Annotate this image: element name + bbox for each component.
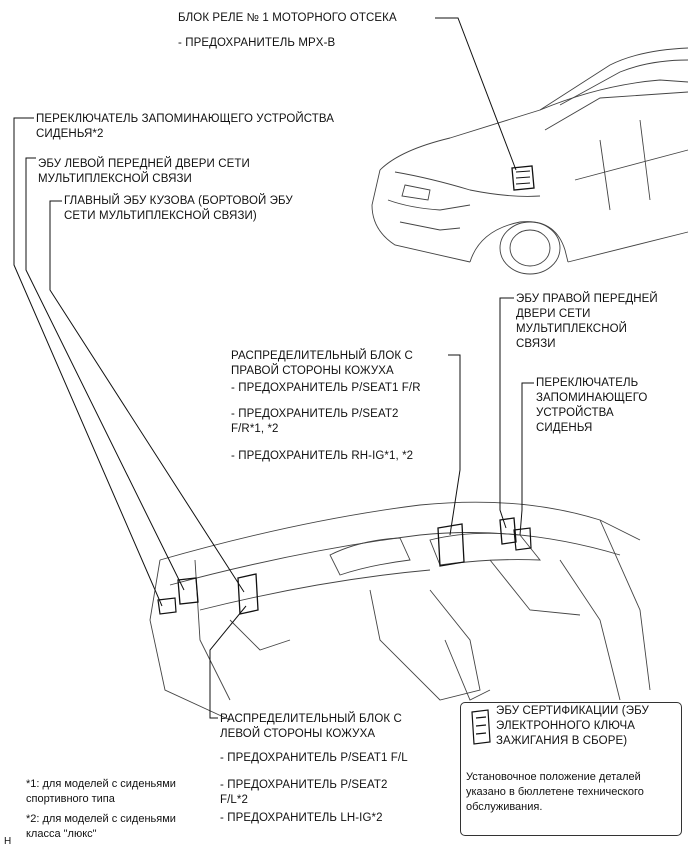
lj-fuse-2-label: - ПРЕДОХРАНИТЕЛЬ P/SEAT2 F/L*2	[220, 779, 388, 806]
engine-relay-block-label: БЛОК РЕЛЕ № 1 МОТОРНОГО ОТСЕКА	[178, 12, 397, 24]
lj-fuse-1-label: - ПРЕДОХРАНИТЕЛЬ P/SEAT1 F/L	[220, 752, 408, 764]
main-body-ecu-label: ГЛАВНЫЙ ЭБУ КУЗОВА (БОРТОВОЙ ЭБУ СЕТИ МУ…	[64, 195, 293, 222]
footnote-1: *1: для моделей с сиденьями спортивного …	[26, 778, 176, 805]
seat-memory-switch-left-label: ПЕРЕКЛЮЧАТЕЛЬ ЗАПОМИНАЮЩЕГО УСТРОЙСТВА С…	[36, 113, 335, 140]
rj-fuse-2-label: - ПРЕДОХРАНИТЕЛЬ P/SEAT2 F/R*1, *2	[231, 408, 399, 435]
certification-ecu-label: ЭБУ СЕРТИФИКАЦИИ (ЭБУ ЭЛЕКТРОННОГО КЛЮЧА…	[496, 705, 649, 747]
footnote-2: *2: для моделей с сиденьями класса "люкс…	[26, 813, 176, 840]
lj-fuse-3-label: - ПРЕДОХРАНИТЕЛЬ LH-IG*2	[220, 812, 383, 824]
seat-memory-switch-right-label: ПЕРЕКЛЮЧАТЕЛЬ ЗАПОМИНАЮЩЕГО УСТРОЙСТВА С…	[536, 377, 648, 434]
certification-ecu-icon	[471, 709, 491, 745]
rj-fuse-3-label: - ПРЕДОХРАНИТЕЛЬ RH-IG*1, *2	[231, 450, 414, 462]
left-junction-block-label: РАСПРЕДЕЛИТЕЛЬНЫЙ БЛОК С ЛЕВОЙ СТОРОНЫ К…	[220, 713, 402, 740]
mpx-b-fuse-label: - ПРЕДОХРАНИТЕЛЬ MPX-B	[178, 37, 336, 49]
interior-dashboard-drawing	[149, 501, 651, 721]
rj-fuse-1-label: - ПРЕДОХРАНИТЕЛЬ P/SEAT1 F/R	[231, 382, 421, 394]
right-front-door-ecu-label: ЭБУ ПРАВОЙ ПЕРЕДНЕЙ ДВЕРИ СЕТИ МУЛЬТИПЛЕ…	[516, 293, 658, 350]
corner-mark: H	[4, 836, 12, 847]
leader-lines	[13, 17, 534, 719]
install-note: Установочное положение деталей указано в…	[466, 771, 644, 813]
certification-ecu-box	[460, 702, 682, 836]
left-front-door-ecu-label: ЭБУ ЛЕВОЙ ПЕРЕДНЕЙ ДВЕРИ СЕТИ МУЛЬТИПЛЕК…	[38, 158, 250, 185]
car-exterior-drawing	[371, 47, 689, 275]
right-junction-block-label: РАСПРЕДЕЛИТЕЛЬНЫЙ БЛОК С ПРАВОЙ СТОРОНЫ …	[231, 350, 413, 377]
